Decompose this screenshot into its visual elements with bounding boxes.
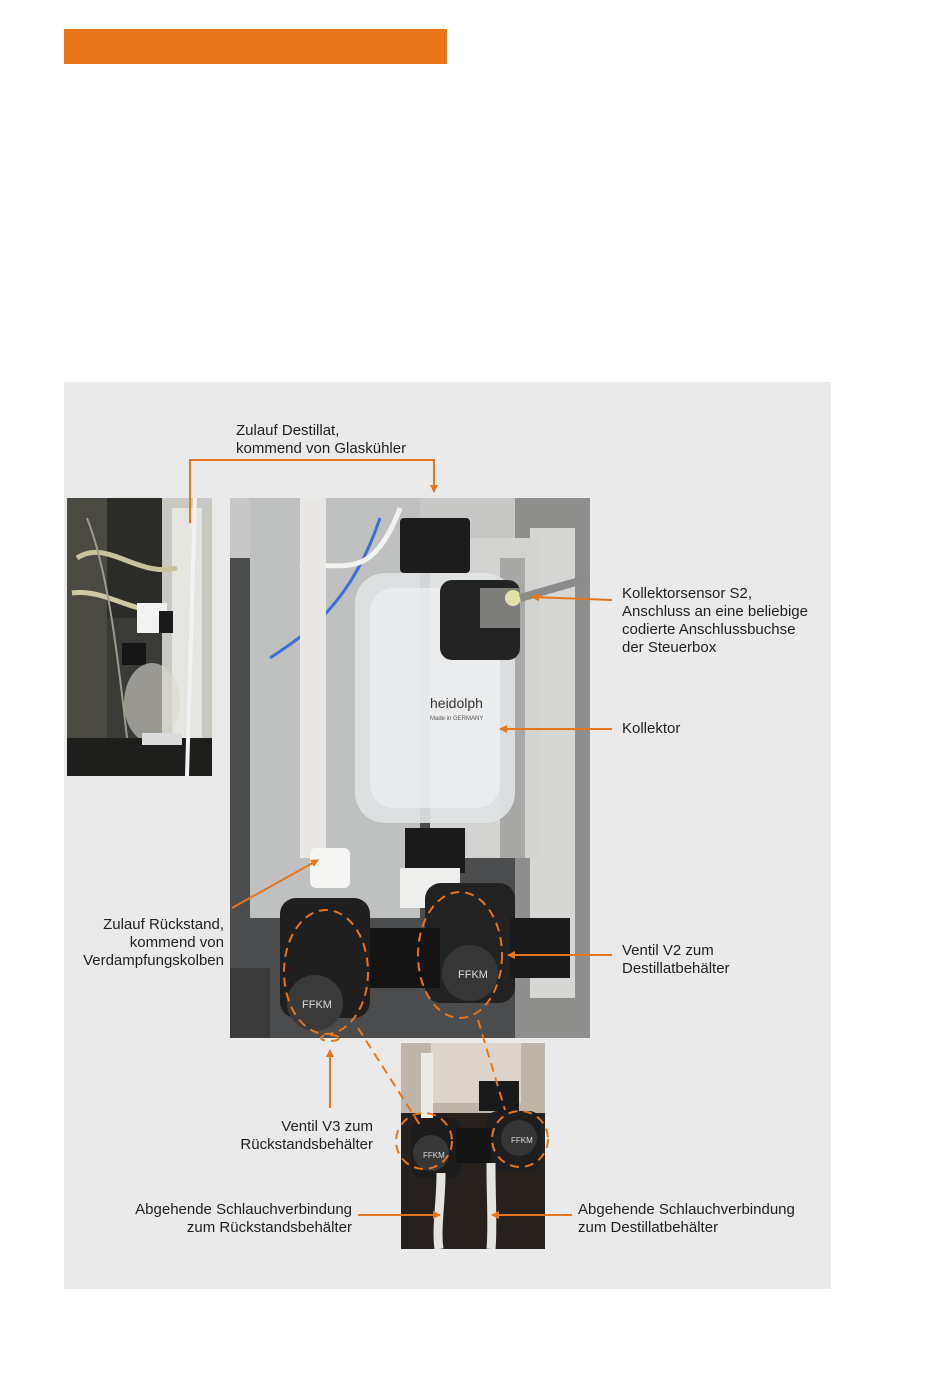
label-ventil-v3: Ventil V3 zum Rückstandsbehälter	[240, 1118, 373, 1153]
collector-photo: heidolph Made in GERMANY FFKM FFKM	[230, 498, 590, 1038]
label-schlauch-destillat: Abgehende Schlauchverbindung zum Destill…	[578, 1201, 795, 1236]
valve-v2-marking: FFKM	[458, 969, 488, 981]
label-schlauch-rueckstand: Abgehende Schlauchverbindung zum Rücksta…	[135, 1201, 352, 1236]
label-zulauf-destillat: Zulauf Destillat, kommend von Glaskühler	[236, 422, 407, 457]
valve-underside-photo: FFKM FFKM	[401, 1043, 545, 1249]
valve-v2-marking-bottom: FFKM	[511, 1136, 533, 1145]
label-kollektor: Kollektor	[622, 720, 681, 737]
overview-photo	[67, 498, 212, 776]
label-zulauf-rueckstand: Zulauf Rückstand, kommend von Verdampfun…	[83, 916, 224, 969]
header-accent-bar	[64, 29, 447, 64]
valve-v3-marking: FFKM	[302, 999, 332, 1011]
brand-subtext: Made in GERMANY	[430, 716, 483, 722]
valve-v3-marking-bottom: FFKM	[423, 1151, 445, 1160]
label-ventil-v2: Ventil V2 zum Destillatbehälter	[622, 942, 730, 977]
brand-text: heidolph	[430, 695, 483, 711]
label-kollektorsensor: Kollektorsensor S2, Anschluss an eine be…	[622, 585, 808, 656]
